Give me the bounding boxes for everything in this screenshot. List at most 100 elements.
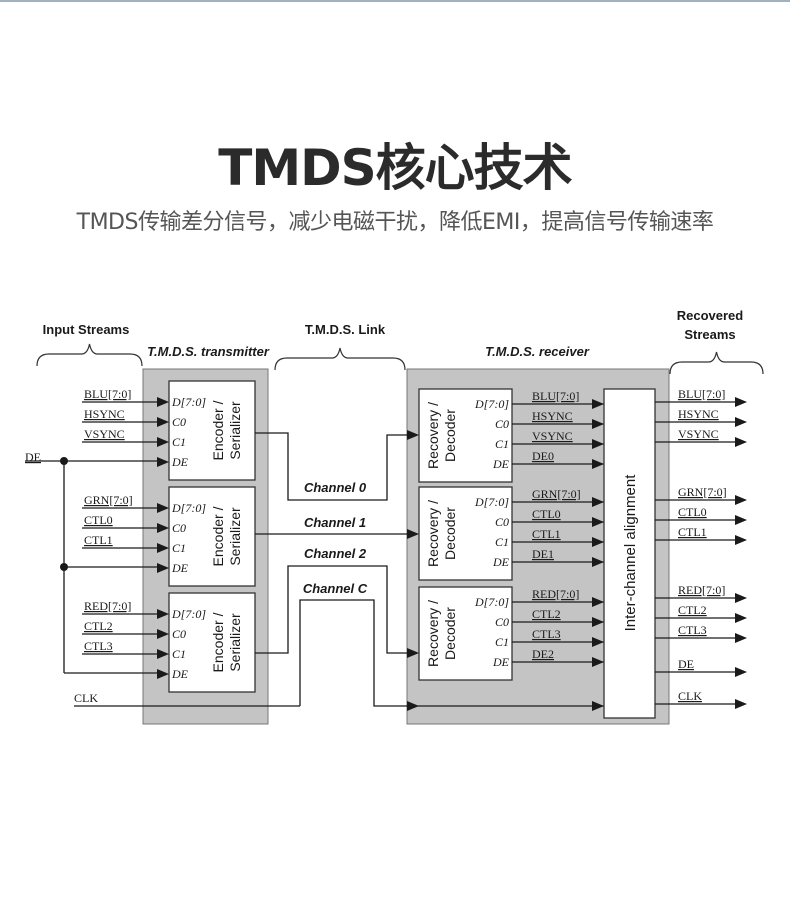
encoder-port-label: D[7:0] [171, 501, 206, 515]
encoder-port-label: C0 [172, 627, 186, 641]
encoder-label-line2: Serializer [227, 613, 243, 672]
encoder-label-line2: Serializer [227, 507, 243, 566]
decoder-block [418, 586, 513, 681]
decoder-port-label: C1 [495, 535, 509, 549]
decoder-label-line2: Decoder [442, 507, 458, 560]
page-title: TMDS核心技术 [218, 139, 572, 197]
encoder-port-label: C0 [172, 521, 186, 535]
decoder-port-label: DE [492, 555, 510, 569]
decoder-output-label: CTL3 [532, 627, 561, 641]
arrow-head [735, 437, 747, 447]
arrow-head [407, 430, 419, 440]
input-signal-label: CTL2 [84, 619, 113, 633]
decoder-port-label: C0 [495, 615, 509, 629]
decoder-label-line2: Decoder [442, 607, 458, 660]
clk-input-label: CLK [74, 691, 98, 705]
input-signal-label: CTL3 [84, 639, 113, 653]
top-rule [0, 0, 790, 2]
encoder-port-label: DE [171, 667, 189, 681]
arrow-head [592, 657, 604, 667]
decoder-block [418, 388, 513, 483]
arrow-head [407, 648, 419, 658]
channel-1-label: Channel 1 [304, 515, 366, 530]
encoder-label-group: Encoder /Serializer [210, 612, 243, 672]
arrow-head [735, 495, 747, 505]
encoder-block [168, 486, 256, 587]
decoder-output-label: DE0 [532, 449, 554, 463]
arrow-head [157, 397, 169, 407]
decoder-port-label: C0 [495, 417, 509, 431]
junction-dot [60, 563, 68, 571]
arrow-head [592, 637, 604, 647]
encoder-port-label: D[7:0] [171, 395, 206, 409]
decoder-output-label: CTL2 [532, 607, 561, 621]
alignment-block [603, 388, 656, 719]
recovered-output-label: HSYNC [678, 407, 719, 421]
de-input-label: DE [25, 450, 41, 464]
channel-0-label: Channel 0 [304, 480, 367, 495]
recovered-output-label: BLU[7:0] [678, 387, 725, 401]
arrow-head [735, 535, 747, 545]
decoder-label-line1: Recovery / [425, 500, 441, 567]
encoder-port-label: DE [171, 561, 189, 575]
arrow-head [407, 529, 419, 539]
recovered-output-label: CTL1 [678, 525, 707, 539]
input-streams-brace [36, 343, 143, 367]
arrow-head [157, 417, 169, 427]
arrow-head [735, 417, 747, 427]
decoder-output-label: CTL1 [532, 527, 561, 541]
input-signal-label: VSYNC [84, 427, 125, 441]
input-signal-label: GRN[7:0] [84, 493, 133, 507]
input-signal-label: CTL1 [84, 533, 113, 547]
arrow-head [157, 457, 169, 467]
arrow-head [592, 597, 604, 607]
input-signal-label: CTL0 [84, 513, 113, 527]
decoder-output-label: HSYNC [532, 409, 573, 423]
recovered-streams-label-line2: Streams [684, 327, 735, 342]
arrow-head [592, 439, 604, 449]
encoder-port-label: C1 [172, 541, 186, 555]
arrow-head [157, 437, 169, 447]
link-brace [274, 347, 406, 371]
decoder-output-label: VSYNC [532, 429, 573, 443]
recovered-output-label: CLK [678, 689, 702, 703]
arrow-head [735, 667, 747, 677]
channel-2-line [255, 565, 417, 654]
transmitter-label: T.M.D.S. transmitter [147, 344, 270, 359]
channel-0-line [255, 432, 417, 501]
encoder-block [168, 380, 256, 481]
decoder-block [418, 486, 513, 581]
decoder-port-label: DE [492, 457, 510, 471]
decoder-output-label: GRN[7:0] [532, 487, 581, 501]
input-streams-label: Input Streams [43, 322, 130, 337]
decoder-label-group: Recovery /Decoder [425, 402, 458, 469]
arrow-head [407, 701, 419, 711]
decoder-label-line2: Decoder [442, 409, 458, 462]
arrow-head [592, 497, 604, 507]
decoder-port-label: C0 [495, 515, 509, 529]
encoder-label-line1: Encoder / [210, 400, 226, 460]
encoder-label-line1: Encoder / [210, 612, 226, 672]
arrow-head [157, 563, 169, 573]
decoder-output-label: CTL0 [532, 507, 561, 521]
arrow-head [735, 633, 747, 643]
arrow-head [592, 459, 604, 469]
page-subtitle: TMDS传输差分信号，减少电磁干扰，降低EMI，提高信号传输速率 [76, 210, 714, 235]
alignment-label: Inter-channel alignment [622, 474, 639, 632]
receiver-label: T.M.D.S. receiver [485, 344, 590, 359]
encoder-port-label: C0 [172, 415, 186, 429]
arrow-head [157, 503, 169, 513]
decoder-label-line1: Recovery / [425, 402, 441, 469]
arrow-head [157, 543, 169, 553]
decoder-output-label: DE2 [532, 647, 554, 661]
junction-dot [60, 457, 68, 465]
link-label: T.M.D.S. Link [305, 322, 386, 337]
arrow-head [157, 629, 169, 639]
arrow-head [592, 517, 604, 527]
channel-2-label: Channel 2 [304, 546, 367, 561]
encoder-label-group: Encoder /Serializer [210, 506, 243, 566]
input-signal-label: RED[7:0] [84, 599, 131, 613]
arrow-head [592, 617, 604, 627]
alignment-label-group: Inter-channel alignment [622, 474, 639, 632]
